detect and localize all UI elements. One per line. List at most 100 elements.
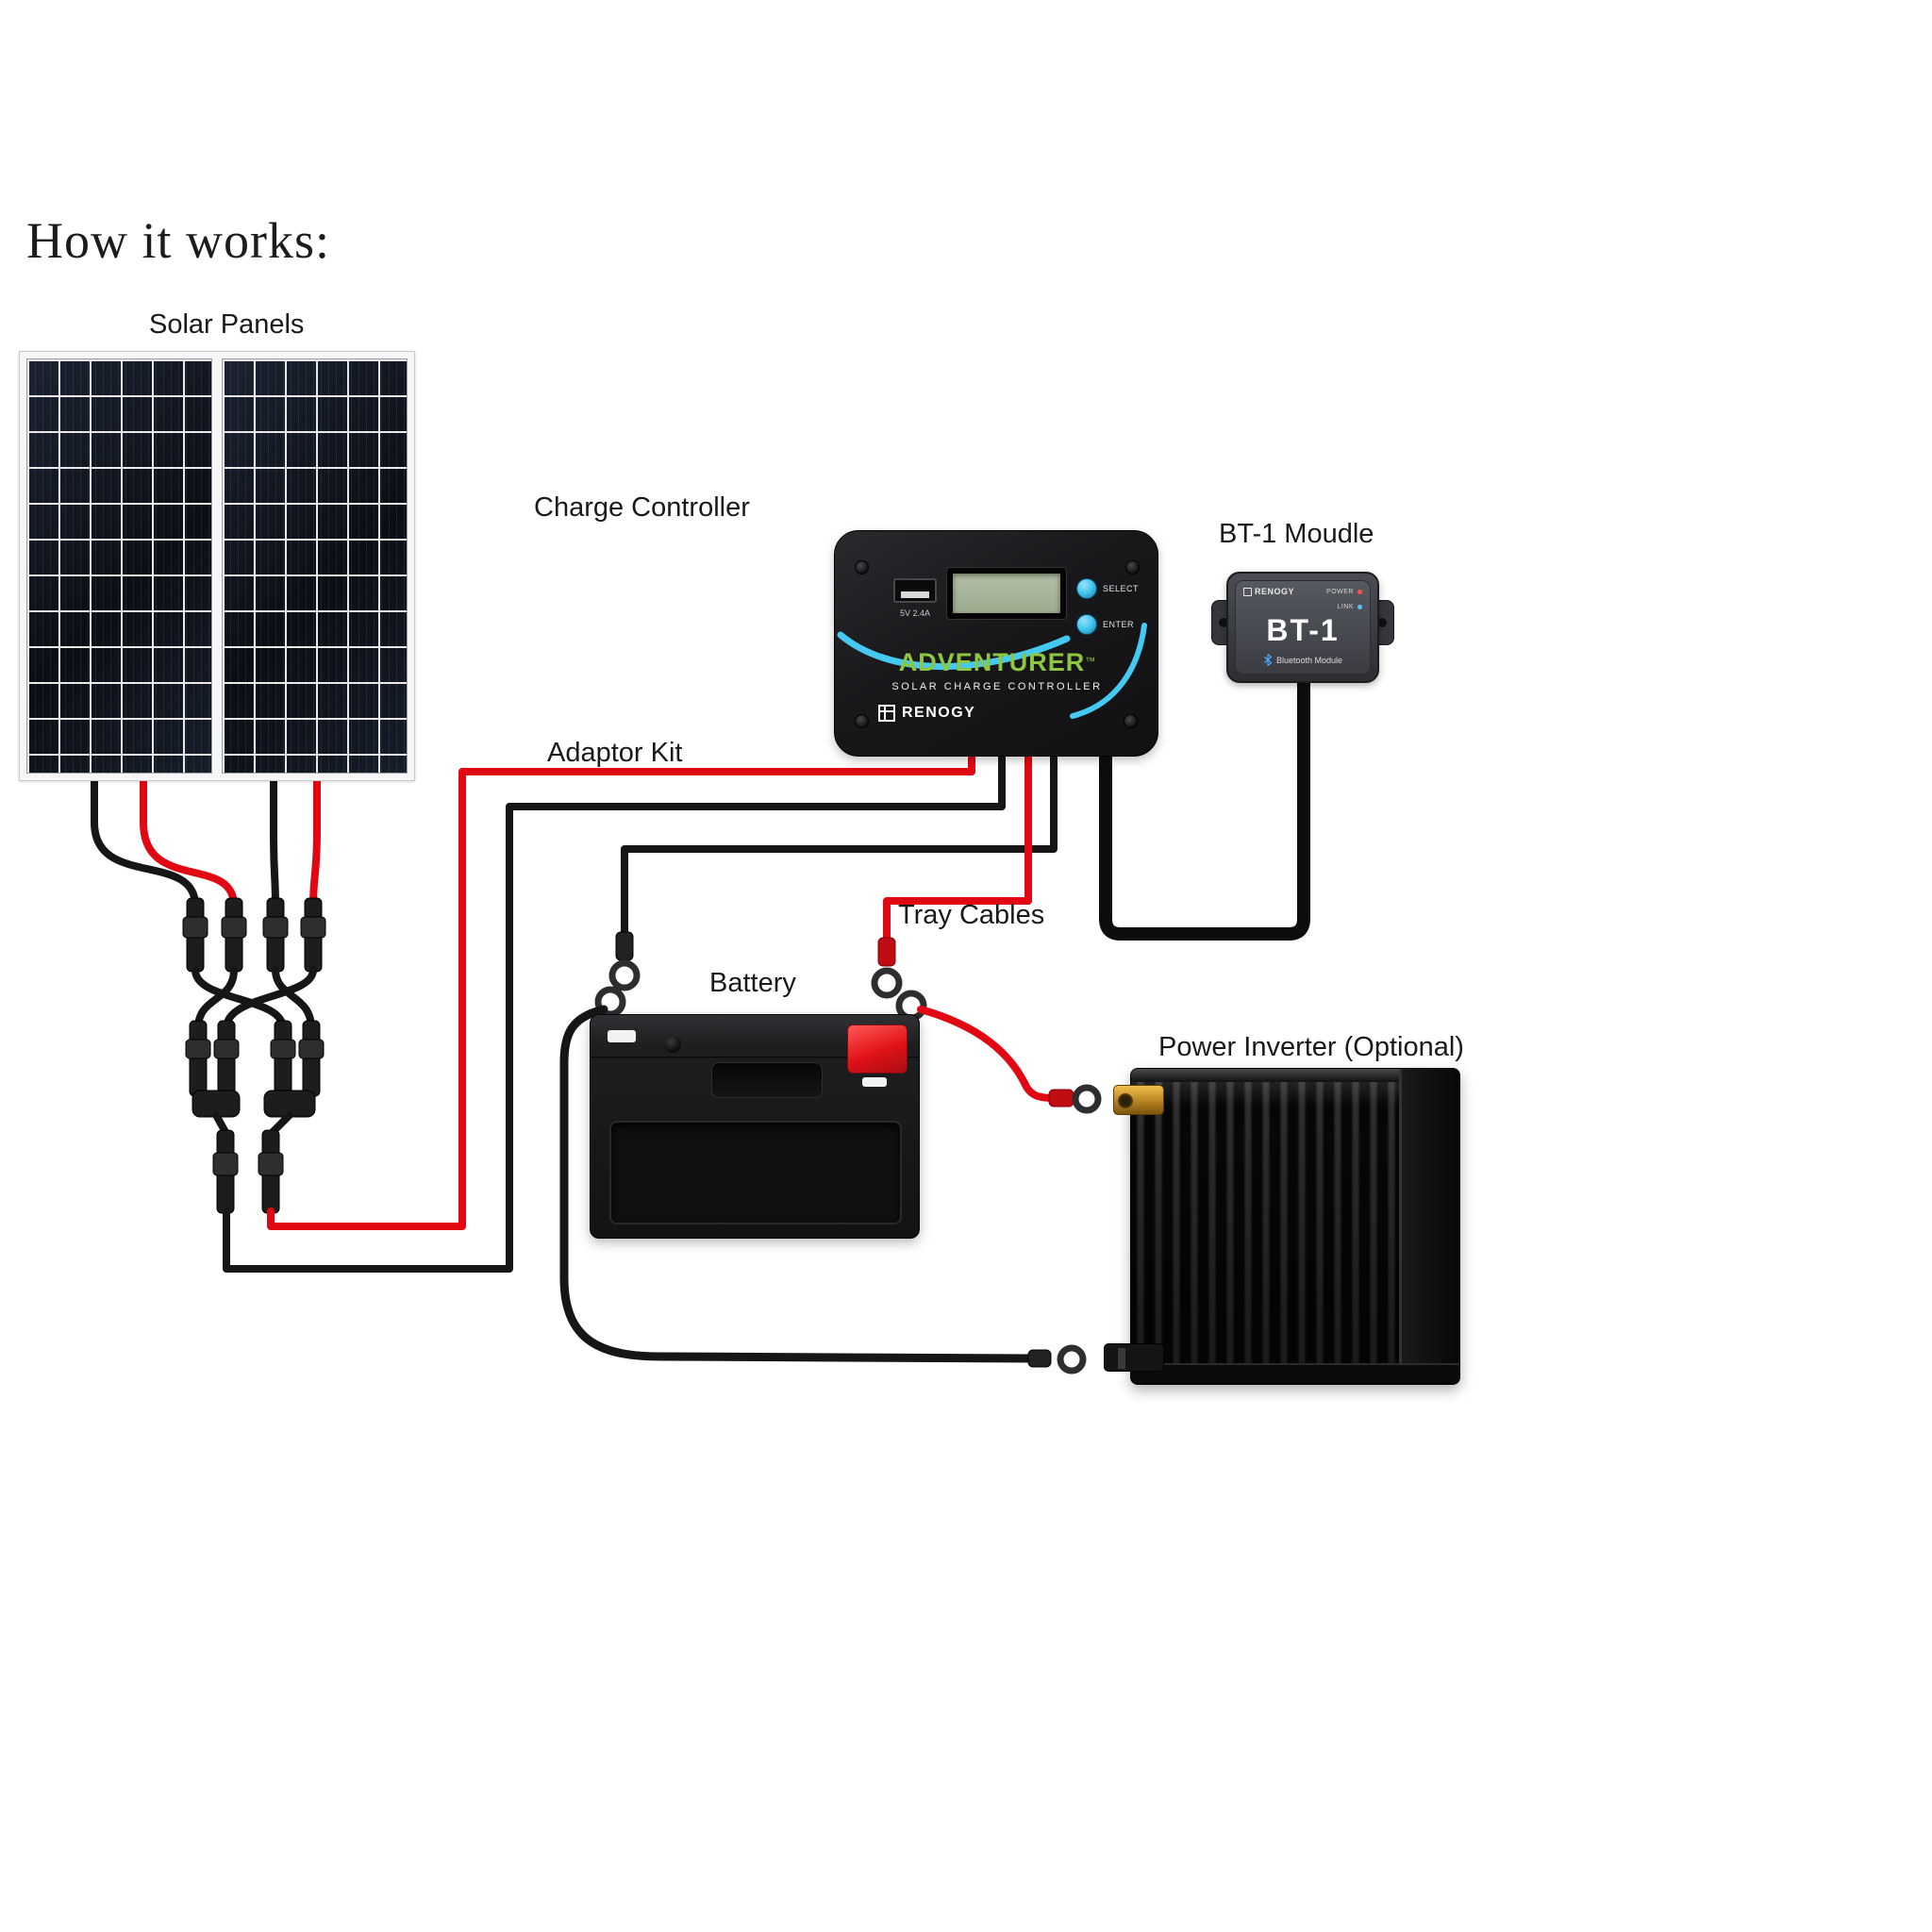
wire-panel1-positive — [140, 772, 238, 909]
wire-cross-2 — [194, 966, 238, 1032]
battery-positive-cover — [847, 1024, 908, 1074]
screw-icon — [855, 714, 869, 728]
inverter-negative-boot — [1027, 1349, 1052, 1368]
label-power-inverter: Power Inverter (Optional) — [1158, 1032, 1464, 1062]
renogy-logo-icon — [878, 705, 895, 722]
output-connector-negative-band — [212, 1152, 239, 1176]
wire-bt1-cable — [1099, 667, 1310, 941]
label-adaptor-kit: Adaptor Kit — [547, 738, 683, 768]
battery-front-cover — [609, 1121, 902, 1224]
swoosh-right-icon — [1070, 623, 1147, 719]
solar-panel-2 — [222, 358, 408, 774]
bt1-link-led-row: LINK — [1337, 604, 1362, 610]
wire-inverter-negative — [559, 1005, 1039, 1363]
controller-product-subtitle: SOLAR CHARGE CONTROLLER — [891, 681, 1103, 692]
usb-tongue — [901, 591, 929, 598]
output-connector-positive-band — [258, 1152, 284, 1176]
renogy-logo-text: RENOGY — [902, 705, 976, 721]
controller-brand-logo: RENOGY — [878, 705, 975, 722]
wire-panel2-positive — [309, 772, 321, 909]
enter-button — [1076, 614, 1097, 635]
solar-panel-1 — [26, 358, 212, 774]
bt1-power-led-row: POWER — [1326, 589, 1362, 595]
solar-panel-array — [19, 351, 415, 781]
bt1-link-label: LINK — [1337, 604, 1354, 610]
wire-inverter-positive — [917, 1006, 1058, 1102]
ring-terminal-inverter-in-negative — [1057, 1344, 1087, 1374]
swoosh-left-icon — [837, 631, 1071, 671]
bt1-faceplate: RENOGY POWER LINK BT-1 Bluetooth Module — [1235, 580, 1371, 675]
label-tray-cables: Tray Cables — [898, 900, 1045, 930]
mc4-connector-4-band — [300, 916, 326, 939]
label-bt1-module: BT-1 Moudle — [1219, 519, 1374, 549]
screw-icon — [1124, 714, 1138, 728]
inverter-negative-terminal — [1104, 1343, 1164, 1372]
ring-terminal-inverter-in-positive — [1072, 1084, 1102, 1114]
mc4-connector-2-band — [221, 916, 247, 939]
label-charge-controller: Charge Controller — [534, 492, 750, 523]
enter-button-label: ENTER — [1103, 620, 1135, 629]
battery — [590, 1014, 920, 1239]
y-branch-right-b-band — [298, 1039, 325, 1059]
power-led-icon — [1357, 590, 1362, 594]
wire-cross-1 — [192, 966, 287, 1032]
controller-product-name: ADVENTURER — [898, 648, 1086, 676]
bluetooth-icon — [1264, 654, 1273, 666]
inverter-base — [1131, 1363, 1459, 1384]
renogy-logo-icon — [1243, 587, 1252, 596]
wire-tray-negative — [621, 747, 1058, 947]
ring-terminal-battery-positive — [871, 967, 903, 999]
battery-terminal-marker-right — [862, 1077, 887, 1087]
lcd-display — [946, 567, 1067, 620]
y-branch-left-a-band — [185, 1039, 211, 1059]
bt1-power-label: POWER — [1326, 589, 1354, 595]
screw-icon — [1125, 560, 1140, 575]
link-led-icon — [1357, 605, 1362, 609]
wire-cross-3 — [272, 966, 315, 1032]
screw-icon — [855, 560, 869, 575]
battery-terminal-marker-left — [608, 1030, 636, 1042]
mc4-connector-3-band — [262, 916, 289, 939]
inverter-end-cap — [1399, 1069, 1459, 1384]
select-button-label: SELECT — [1103, 584, 1140, 593]
bt1-brand-text: RENOGY — [1255, 587, 1295, 596]
inverter-top-rail — [1131, 1069, 1399, 1082]
wire-cross-4 — [223, 966, 317, 1032]
charge-controller: 5V 2.4A SELECT ENTER ADVENTURER™ SOLAR C… — [834, 530, 1158, 757]
wire-panel2-negative — [270, 772, 279, 909]
usb-port — [893, 578, 937, 603]
usb-label: 5V 2.4A — [899, 608, 931, 618]
ring-terminal-battery-negative — [608, 959, 641, 991]
page-title: How it works: — [26, 212, 330, 269]
power-inverter — [1104, 1068, 1460, 1385]
tray-positive-boot — [877, 937, 896, 967]
wire-adaptor-negative — [223, 747, 1006, 1273]
inverter-positive-terminal — [1113, 1085, 1164, 1115]
label-battery: Battery — [709, 968, 796, 998]
wire-panel1-negative — [91, 772, 199, 909]
battery-handle — [711, 1062, 823, 1098]
label-solar-panels: Solar Panels — [149, 309, 305, 340]
trademark-mark: ™ — [1085, 656, 1096, 668]
mc4-connector-1-band — [182, 916, 208, 939]
wire-tray-positive — [883, 747, 1032, 953]
bt1-subtitle-row: Bluetooth Module — [1236, 654, 1370, 666]
bt1-module: RENOGY POWER LINK BT-1 Bluetooth Module — [1226, 572, 1379, 683]
lcd-screen — [953, 574, 1060, 613]
inverter-body — [1130, 1068, 1460, 1385]
bt1-brand-row: RENOGY — [1243, 587, 1294, 596]
battery-vent — [664, 1036, 681, 1053]
swoosh-graphics — [837, 623, 1147, 719]
wire-merge-left — [212, 1111, 229, 1136]
bt1-model-name: BT-1 — [1266, 613, 1340, 647]
controller-name-block: ADVENTURER™ SOLAR CHARGE CONTROLLER — [856, 648, 1139, 692]
inverter-positive-boot — [1048, 1089, 1074, 1108]
y-branch-left-b-band — [213, 1039, 240, 1059]
wire-adaptor-positive — [267, 747, 975, 1230]
battery-lid-seam — [591, 1057, 919, 1058]
y-branch-right-a-band — [270, 1039, 296, 1059]
bt1-subtitle-text: Bluetooth Module — [1275, 655, 1343, 665]
wire-merge-right — [269, 1111, 293, 1136]
